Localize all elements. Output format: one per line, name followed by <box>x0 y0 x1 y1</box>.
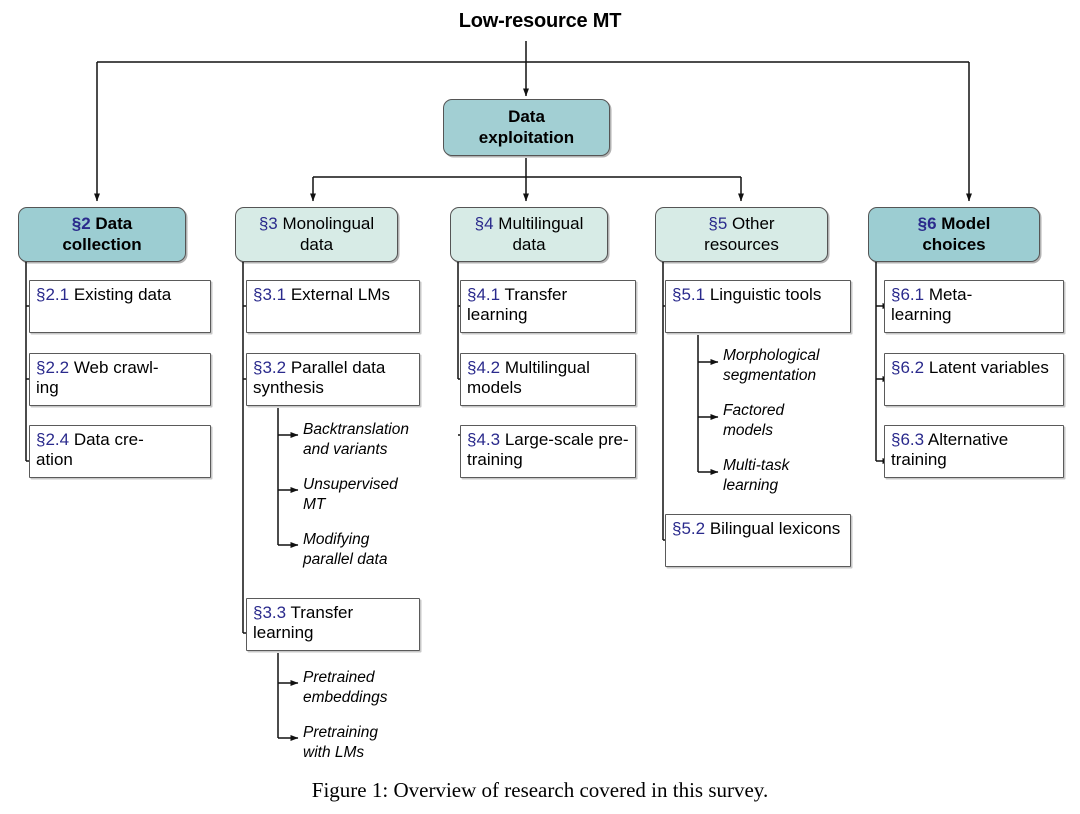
section-number-3-2: §3.2 <box>253 358 287 377</box>
section-number-6: §6 <box>917 213 937 233</box>
node-section-3-2[interactable]: §3.2 Parallel data synthesis <box>246 353 420 406</box>
node-section-3-1[interactable]: §3.1 External LMs <box>246 280 420 333</box>
leaf-factored-models: Factored models <box>723 402 785 439</box>
node-section-6-2-label: Latent variables <box>924 358 1049 377</box>
node-section-5-1-label: Linguistic tools <box>705 285 822 304</box>
node-section-3-3-label: Transfer learning <box>253 603 354 643</box>
node-section-4-1[interactable]: §4.1 Transfer learning <box>460 280 636 333</box>
section-number-6-2: §6.2 <box>891 358 925 377</box>
node-section-6-1-label: Meta-learning <box>891 285 973 325</box>
node-section-4-3-label: Large-scale pre-training <box>467 430 629 470</box>
node-section-4-2[interactable]: §4.2 Multilingual models <box>460 353 636 406</box>
section-number-6-1: §6.1 <box>891 285 925 304</box>
node-section-5-2-label: Bilingual lexicons <box>705 519 841 538</box>
node-section-3-1-label: External LMs <box>286 285 391 304</box>
section-number-4-1: §4.1 <box>467 285 501 304</box>
node-section-3-2-label: Parallel data synthesis <box>253 358 386 398</box>
section-number-3-1: §3.1 <box>253 285 287 304</box>
leaf-modifying-parallel-data: Modifying parallel data <box>303 531 388 568</box>
section-number-5-2: §5.2 <box>672 519 706 538</box>
node-section-6-1[interactable]: §6.1 Meta-learning <box>884 280 1064 333</box>
node-section-2-1-label: Existing data <box>69 285 172 304</box>
section-number-4-2: §4.2 <box>467 358 501 377</box>
section-number-5: §5 <box>708 213 728 233</box>
leaf-unsupervised-mt: Unsupervised MT <box>303 476 398 513</box>
node-section-3-3[interactable]: §3.3 Transfer learning <box>246 598 420 651</box>
leaf-pretrained-embeddings: Pretrained embeddings <box>303 669 388 706</box>
node-section-4-3[interactable]: §4.3 Large-scale pre-training <box>460 425 636 478</box>
section-number-2-4: §2.4 <box>36 430 70 449</box>
leaf-morphological-segmentation: Morphological segmentation <box>723 347 820 384</box>
node-section-6-3-label: Alternative training <box>891 430 1009 470</box>
node-section-4-2-label: Multilingual models <box>467 358 590 398</box>
figure-caption: Figure 1: Overview of research covered i… <box>311 778 769 802</box>
node-section-2-4-label: Data cre-ation <box>36 430 144 470</box>
section-number-5-1: §5.1 <box>672 285 706 304</box>
section-number-4-3: §4.3 <box>467 430 501 449</box>
node-section-2-2[interactable]: §2.2 Web crawl-ing <box>29 353 211 406</box>
leaf-pretraining-with-lms: Pretraining with LMs <box>303 724 378 761</box>
leaf-multi-task-learning: Multi-task learning <box>723 457 790 494</box>
node-section-2-1[interactable]: §2.1 Existing data <box>29 280 211 333</box>
node-section-6-3[interactable]: §6.3 Alternative training <box>884 425 1064 478</box>
section-number-3-3: §3.3 <box>253 603 287 622</box>
node-section-2-4[interactable]: §2.4 Data cre-ation <box>29 425 211 478</box>
root-title: Low-resource MT <box>458 10 622 32</box>
section-number-4: §4 <box>474 213 494 233</box>
section-number-6-3: §6.3 <box>891 430 925 449</box>
node-section-5-1[interactable]: §5.1 Linguistic tools <box>665 280 851 333</box>
node-section-6-2[interactable]: §6.2 Latent variables <box>884 353 1064 406</box>
section-number-3: §3 <box>258 213 278 233</box>
section-number-2-2: §2.2 <box>36 358 70 377</box>
section-number-2: §2 <box>71 213 91 233</box>
section-number-2-1: §2.1 <box>36 285 70 304</box>
node-section-2-2-label: Web crawl-ing <box>36 358 159 398</box>
node-section-4-1-label: Transfer learning <box>467 285 568 325</box>
leaf-backtranslation: Backtranslation and variants <box>303 421 409 458</box>
node-section-5-2[interactable]: §5.2 Bilingual lexicons <box>665 514 851 567</box>
